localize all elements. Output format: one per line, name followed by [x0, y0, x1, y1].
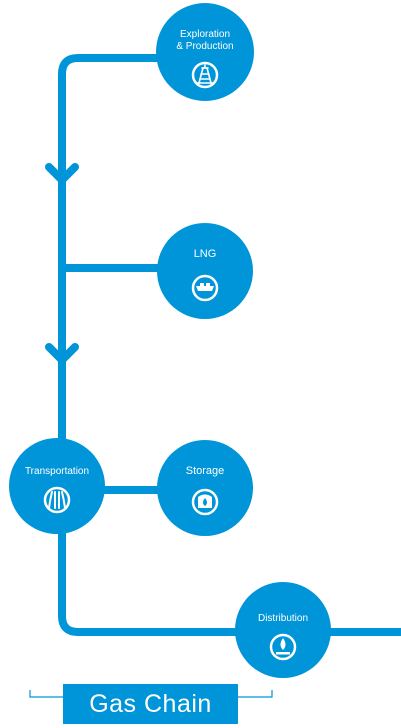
node-label: & Production [176, 41, 233, 52]
storage-tank-icon [191, 488, 219, 516]
oil-rig-icon [191, 61, 219, 89]
diagram-title: Gas Chain [89, 689, 212, 718]
node-label: Distribution [258, 613, 308, 624]
node-circle [157, 440, 253, 536]
node-label: Exploration [180, 29, 230, 40]
chevron-down-icon [45, 343, 79, 364]
node-label: Storage [186, 465, 225, 477]
gas-burner-icon [269, 633, 297, 661]
node-circle [157, 223, 253, 319]
flow-arrows [45, 163, 79, 364]
chevron-down-icon [45, 163, 79, 184]
tanker-ship-icon [191, 274, 219, 302]
node-transportation: Transportation [9, 438, 105, 534]
connector-exploration-to-transportation [58, 54, 168, 468]
connector-lines [58, 54, 401, 636]
diagram-title-box: Gas Chain [63, 684, 238, 724]
node-storage: Storage [157, 440, 253, 536]
node-lng: LNG [157, 223, 253, 319]
title-brackets [29, 690, 273, 698]
node-label: LNG [194, 248, 217, 260]
node-label: Transportation [25, 466, 89, 477]
node-distribution: Distribution [235, 582, 331, 678]
connector-transportation-distribution [58, 520, 242, 636]
node-circle [9, 438, 105, 534]
node-circle [156, 3, 254, 101]
pipeline-icon [43, 486, 71, 514]
node-circle [235, 582, 331, 678]
node-exploration: Exploration & Production [156, 3, 254, 101]
